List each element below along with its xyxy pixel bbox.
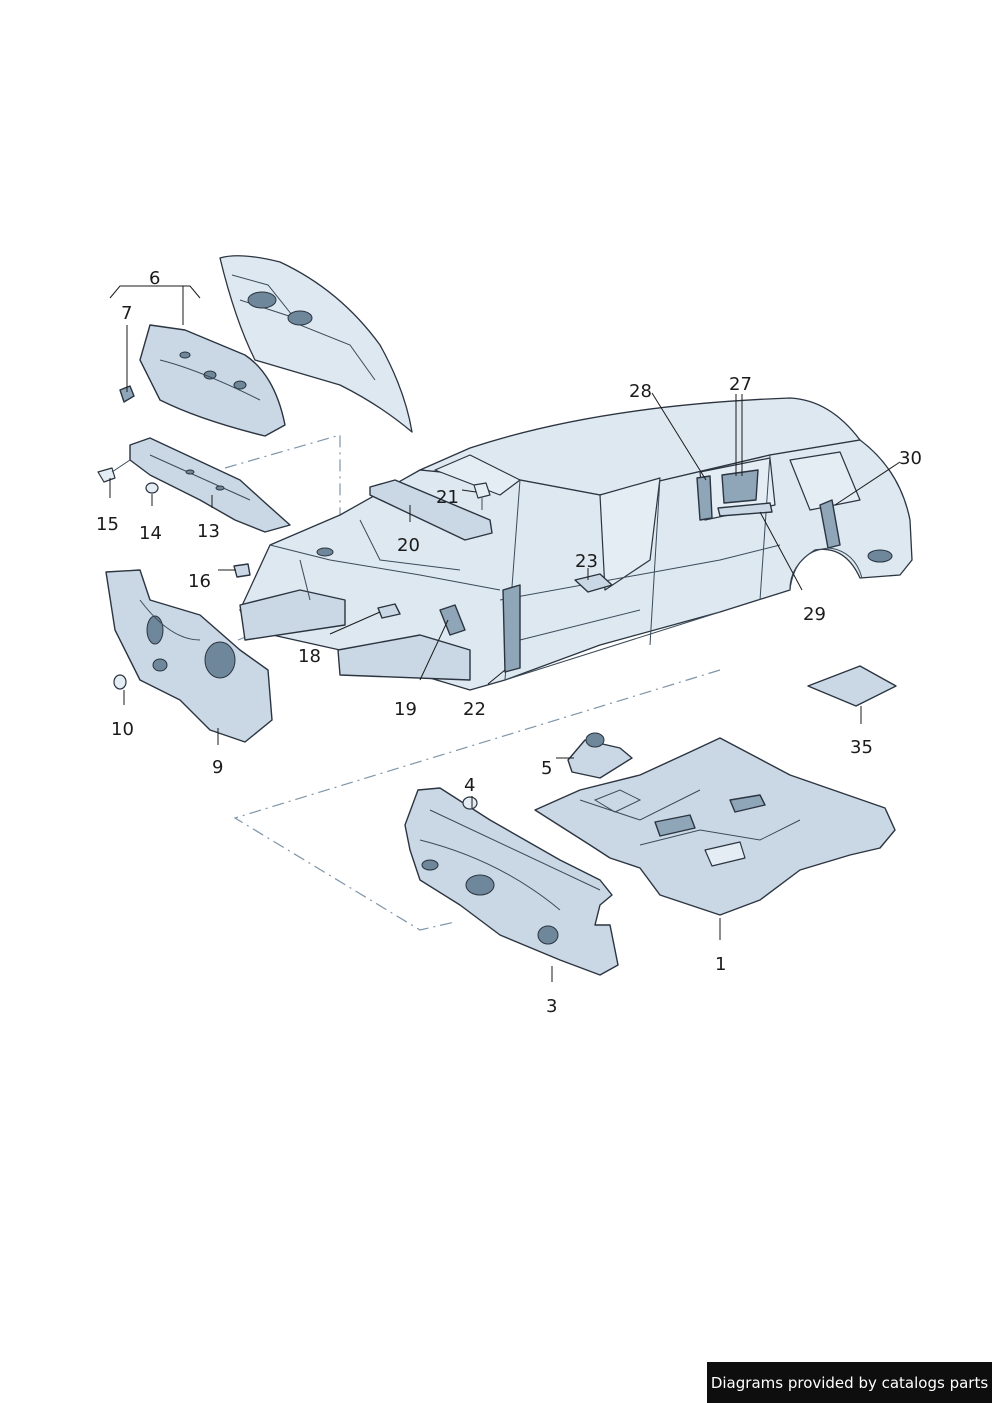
diagram-credit-banner: Diagrams provided by catalogs parts [707, 1362, 992, 1403]
callout-22: 22 [463, 699, 486, 720]
callout-35: 35 [850, 737, 873, 758]
screw [97, 459, 131, 483]
upper-insulator-strip [129, 437, 291, 533]
callout-10: 10 [111, 719, 134, 740]
hood-insulator [139, 324, 286, 437]
floor-insulator [534, 737, 896, 916]
callout-28: 28 [629, 381, 652, 402]
hood [219, 255, 413, 433]
push-clip [473, 482, 491, 510]
callout-14: 14 [139, 523, 162, 544]
callout-5: 5 [541, 758, 553, 779]
callout-1: 1 [715, 954, 727, 975]
callout-27: 27 [729, 374, 752, 395]
dash-clip [462, 796, 478, 810]
leader-lines [109, 285, 901, 982]
sound-deadening-mat [807, 665, 897, 707]
callout-29: 29 [803, 604, 826, 625]
callout-15: 15 [96, 514, 119, 535]
tunnel-insulator-block [567, 732, 633, 779]
small-clip [233, 563, 251, 578]
callout-23: 23 [575, 551, 598, 572]
callout-21: 21 [436, 487, 459, 508]
callout-6: 6 [149, 268, 161, 289]
car-body-shell [239, 397, 913, 691]
callout-9: 9 [212, 757, 224, 778]
dash-insulator [404, 787, 619, 976]
callout-13: 13 [197, 521, 220, 542]
bulkhead-clip [113, 674, 127, 690]
callout-19: 19 [394, 699, 417, 720]
callout-3: 3 [546, 996, 558, 1017]
callout-16: 16 [188, 571, 211, 592]
callout-4: 4 [464, 775, 476, 796]
bulkhead-insulator [105, 569, 273, 743]
washer [145, 482, 159, 494]
credit-text: Diagrams provided by catalogs parts [710, 1373, 989, 1392]
callout-18: 18 [298, 646, 321, 667]
callout-7: 7 [121, 303, 133, 324]
callout-20: 20 [397, 535, 420, 556]
callout-30: 30 [899, 448, 922, 469]
